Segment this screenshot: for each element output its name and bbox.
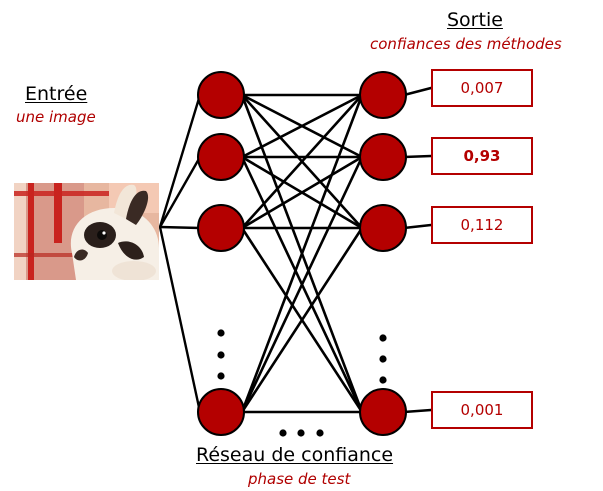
hidden-edge-3-2 xyxy=(240,155,364,230)
left-node-2 xyxy=(197,133,245,181)
output-edge-2 xyxy=(402,154,433,159)
left-node-1 xyxy=(197,71,245,119)
input-edge-4 xyxy=(158,225,202,414)
output-value-box-4: 0,001 xyxy=(431,391,533,429)
left-node-3 xyxy=(197,204,245,252)
network-edges xyxy=(158,86,433,414)
right-ellipsis-dot-3 xyxy=(379,376,387,384)
right-ellipsis-dot-2 xyxy=(379,355,387,363)
input-title: Entrée xyxy=(25,83,88,105)
right-node-1 xyxy=(359,71,407,119)
input-edge-1 xyxy=(158,93,202,229)
right-ellipsis-dot-1 xyxy=(379,334,387,342)
left-ellipsis-dot-1 xyxy=(217,329,225,337)
output-value-box-2: 0,93 xyxy=(431,137,533,175)
left-ellipsis-dot-3 xyxy=(217,372,225,380)
input-edge-2 xyxy=(158,155,202,229)
hidden-edge-4-3 xyxy=(240,226,364,414)
output-edge-4 xyxy=(402,408,433,414)
left-ellipsis-dot-2 xyxy=(217,351,225,359)
hidden-edge-3-1 xyxy=(240,93,364,230)
network-title: Réseau de confiance xyxy=(196,444,394,466)
bottom-ellipsis-dot-1 xyxy=(279,429,287,437)
right-node-3 xyxy=(359,204,407,252)
output-edge-1 xyxy=(402,86,433,97)
input-edge-3 xyxy=(158,225,202,230)
input-subtitle: une image xyxy=(16,108,96,126)
right-node-2 xyxy=(359,133,407,181)
output-edge-3 xyxy=(402,223,433,230)
right-node-4 xyxy=(359,388,407,436)
left-node-4 xyxy=(197,388,245,436)
network-subtitle: phase de test xyxy=(248,470,351,488)
ellipsis-dots xyxy=(217,329,387,437)
network-nodes xyxy=(197,71,407,436)
hidden-edge-4-2 xyxy=(240,155,364,414)
output-value-box-1: 0,007 xyxy=(431,69,533,107)
bottom-ellipsis-dot-2 xyxy=(297,429,305,437)
bottom-ellipsis-dot-3 xyxy=(316,429,324,437)
hidden-edge-2-1 xyxy=(240,93,364,159)
hidden-edge-4-1 xyxy=(240,93,364,414)
input-rabbit-image xyxy=(14,183,159,280)
output-title: Sortie xyxy=(447,9,503,31)
output-subtitle: confiances des méthodes xyxy=(370,35,562,53)
output-value-box-3: 0,112 xyxy=(431,206,533,244)
